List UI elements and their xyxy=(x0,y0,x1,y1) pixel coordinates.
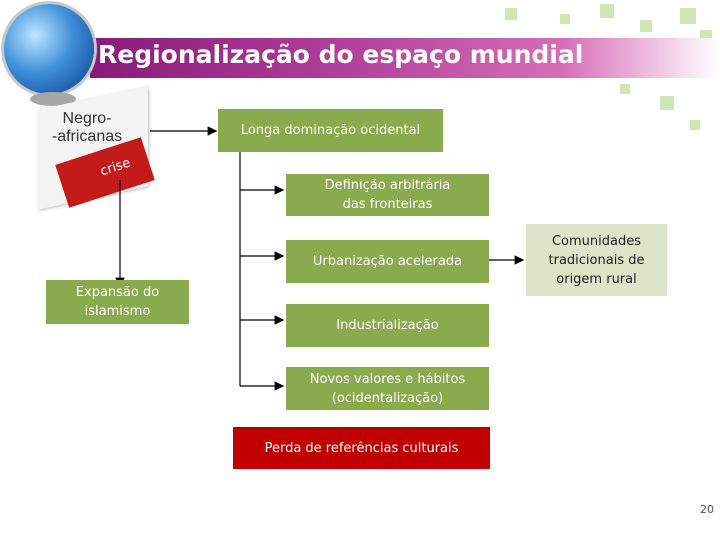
node-definicao-line1: Definição arbitrária xyxy=(325,176,451,195)
node-novos-line2: (ocidentalização) xyxy=(332,389,444,408)
node-perda: Perda de referências culturais xyxy=(233,427,490,469)
node-perda-label: Perda de referências culturais xyxy=(265,439,459,458)
node-urbanizacao-label: Urbanização acelerada xyxy=(313,252,462,271)
node-comunidades-line2: tradicionais de xyxy=(549,251,645,270)
node-industrializacao-label: Industrialização xyxy=(336,316,438,335)
node-expansao-line2: islamismo xyxy=(85,302,151,321)
node-expansao-line1: Expansão do xyxy=(76,283,159,302)
node-definicao-line2: das fronteiras xyxy=(343,195,433,214)
node-novos-line1: Novos valores e hábitos xyxy=(310,370,465,389)
node-longa-dominacao-label: Longa dominação ocidental xyxy=(241,121,420,140)
node-urbanizacao: Urbanização acelerada xyxy=(286,240,489,283)
node-novos-valores: Novos valores e hábitos (ocidentalização… xyxy=(286,367,489,410)
node-comunidades: Comunidades tradicionais de origem rural xyxy=(526,224,667,296)
node-comunidades-line3: origem rural xyxy=(556,270,636,289)
node-industrializacao: Industrialização xyxy=(286,304,489,347)
node-longa-dominacao: Longa dominação ocidental xyxy=(218,109,443,152)
node-expansao: Expansão do islamismo xyxy=(46,280,189,324)
node-comunidades-line1: Comunidades xyxy=(552,232,641,251)
node-definicao: Definição arbitrária das fronteiras xyxy=(286,174,489,216)
page-number: 20 xyxy=(690,503,720,516)
